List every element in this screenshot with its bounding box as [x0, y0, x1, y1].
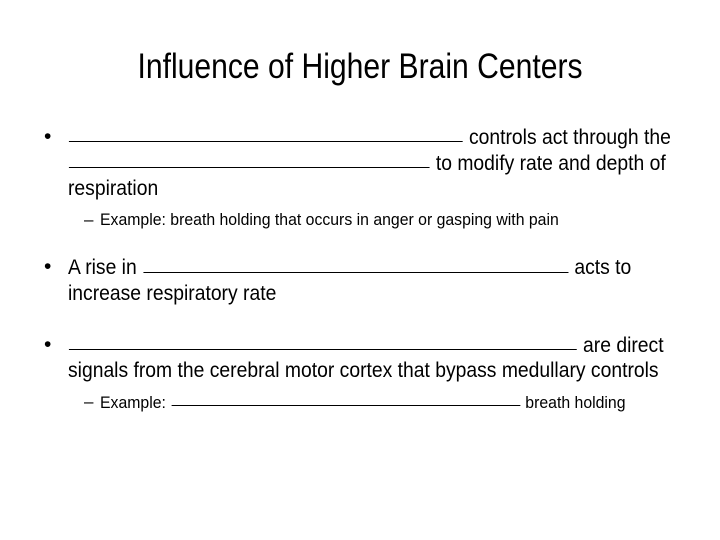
- sub-bullet-dash-icon: –: [84, 391, 94, 411]
- sub-bullet-dash-icon: –: [84, 210, 94, 230]
- bullet-item-2-text: A rise in acts to increase respiratory r…: [68, 254, 680, 305]
- bullet-2-segment-b: acts to increase respiratory rate: [68, 256, 632, 305]
- slide-body: • controls act through the to modify rat…: [40, 124, 680, 413]
- bullet-1-segment-a: controls act through the: [463, 126, 671, 150]
- bullet-marker-icon: •: [44, 332, 52, 356]
- bullet-marker-icon: •: [44, 125, 52, 148]
- sub-bullet-2-segment-b: breath holding: [520, 392, 626, 412]
- fill-in-blank-3[interactable]: [68, 332, 577, 350]
- sub-bullet-2-segment-a: Example:: [100, 392, 171, 412]
- fill-in-blank-1b[interactable]: [68, 150, 430, 169]
- bullet-item-3-text: are direct signals from the cerebral mot…: [68, 332, 680, 383]
- fill-in-blank-1a[interactable]: [68, 124, 463, 143]
- sub-bullet-item-1-text: Example: breath holding that occurs in a…: [100, 210, 559, 230]
- bullet-marker-icon: •: [44, 255, 52, 279]
- bullet-item-2: • A rise in acts to increase respiratory…: [40, 254, 680, 305]
- sub-bullet-item-2: – Example: breath holding: [40, 391, 680, 413]
- sub-bullet-item-1: – Example: breath holding that occurs in…: [40, 209, 680, 230]
- fill-in-blank-2[interactable]: [143, 254, 569, 273]
- page-title: Influence of Higher Brain Centers: [137, 47, 583, 86]
- sub-bullet-item-2-text: Example: breath holding: [100, 391, 680, 413]
- bullet-2-segment-a: A rise in: [68, 256, 143, 280]
- bullet-item-1: • controls act through the to modify rat…: [40, 124, 680, 201]
- bullet-1-segment-b: to modify rate and depth of respiration: [68, 152, 666, 201]
- bullet-item-1-text: controls act through the to modify rate …: [68, 124, 680, 201]
- bullet-item-3: • are direct signals from the cerebral m…: [40, 332, 680, 383]
- bullet-3-segment-a: are direct signals from the cerebral mot…: [68, 333, 664, 382]
- fill-in-blank-4[interactable]: [171, 391, 520, 406]
